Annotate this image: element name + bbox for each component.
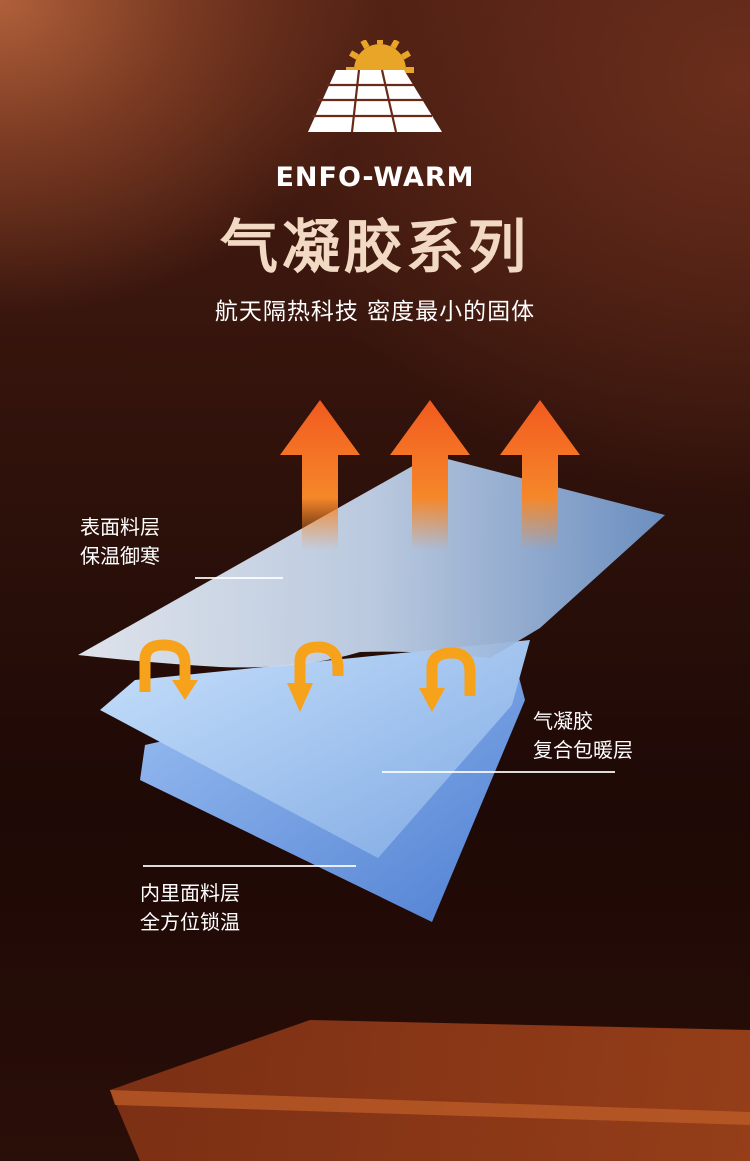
arrow-up-icon bbox=[280, 400, 360, 550]
heat-return-arrows bbox=[139, 639, 476, 696]
layer-illustration bbox=[78, 400, 750, 1161]
aerogel-layer bbox=[100, 640, 530, 858]
arrow-up-icon bbox=[500, 400, 580, 550]
surface-layer-label: 表面料层 保温御寒 bbox=[80, 515, 160, 568]
page-subtitle: 航天隔热科技 密度最小的固体 bbox=[214, 299, 536, 325]
floor-plate bbox=[110, 1020, 750, 1161]
u-turn-arrow-icon bbox=[426, 647, 476, 696]
heat-up-arrows bbox=[280, 400, 580, 550]
brand-name: ENFO-WARM bbox=[275, 162, 475, 193]
leader-lines bbox=[143, 577, 615, 867]
surface-layer bbox=[78, 455, 665, 668]
page-title: 气凝胶系列 bbox=[219, 213, 530, 281]
arrow-up-icon bbox=[390, 400, 470, 550]
sun-solar-panel-icon bbox=[308, 40, 442, 133]
u-turn-arrow-icon bbox=[294, 641, 344, 683]
aerogel-layer-label: 气凝胶 复合包暖层 bbox=[533, 709, 633, 762]
lining-layer-label: 内里面料层 全方位锁温 bbox=[140, 881, 240, 934]
u-turn-arrow-icon bbox=[139, 639, 191, 692]
